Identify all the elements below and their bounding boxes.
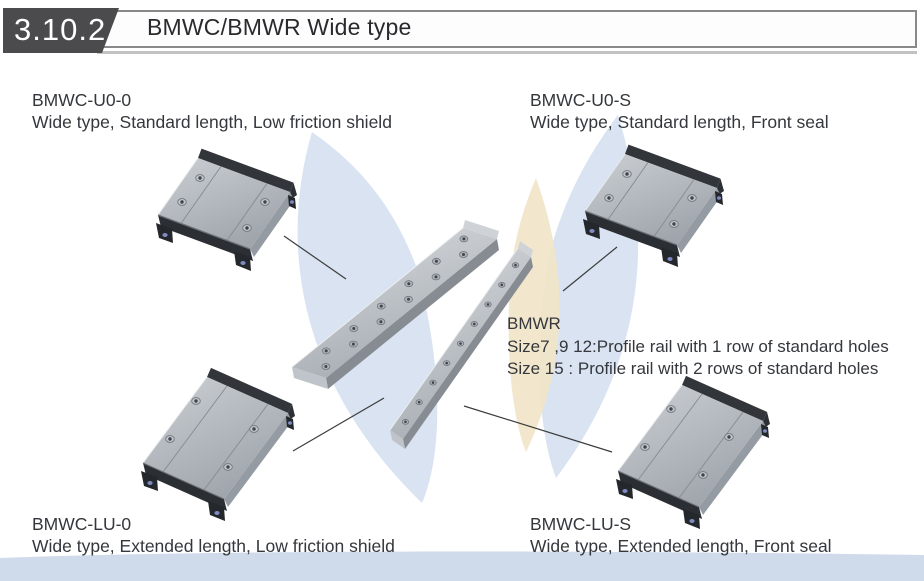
product-code: BMWC-U0-S xyxy=(530,90,632,110)
page-title: BMWC/BMWR Wide type xyxy=(147,14,412,40)
product-code: BMWC-LU-0 xyxy=(32,514,132,534)
product-label-bottom-right: BMWC-LU-S Wide type, Extended length, Fr… xyxy=(530,513,832,557)
carriage-block-bottom-left xyxy=(140,367,296,522)
rail-narrow-illustration xyxy=(389,241,533,449)
rail-wide-illustration xyxy=(291,220,499,389)
product-description: Wide type, Extended length, Low friction… xyxy=(32,536,395,556)
product-description: Wide type, Standard length, Low friction… xyxy=(32,112,392,132)
product-code: BMWC-LU-S xyxy=(530,514,632,534)
header-title-box: BMWC/BMWR Wide type xyxy=(97,10,917,48)
rail-description-line1: Size7 ,9 12:Profile rail with 1 row of s… xyxy=(507,336,889,356)
product-label-top-right: BMWC-U0-S Wide type, Standard length, Fr… xyxy=(530,89,829,133)
carriage-block-top-left xyxy=(155,148,298,272)
section-number-box: 3.10.2 xyxy=(3,8,119,53)
header-underline xyxy=(97,51,917,54)
leader-line-bottom-right xyxy=(463,405,613,453)
product-description: Wide type, Standard length, Front seal xyxy=(530,112,829,132)
carriage-block-bottom-right xyxy=(615,375,771,530)
product-label-bottom-left: BMWC-LU-0 Wide type, Extended length, Lo… xyxy=(32,513,395,557)
product-code: BMWC-U0-0 xyxy=(32,90,132,110)
product-label-top-left: BMWC-U0-0 Wide type, Standard length, Lo… xyxy=(32,89,392,133)
rail-callout-label: BMWR Size7 ,9 12:Profile rail with 1 row… xyxy=(507,313,889,381)
rail-description-line2: Size 15 : Profile rail with 2 rows of st… xyxy=(507,359,879,378)
leader-line-bottom-left xyxy=(292,397,385,452)
rail-code: BMWR xyxy=(507,314,561,333)
section-number: 3.10.2 xyxy=(14,12,107,47)
watermark-bottom-band xyxy=(0,551,924,581)
leader-line-top-left xyxy=(283,235,347,280)
product-description: Wide type, Extended length, Front seal xyxy=(530,536,832,556)
leader-line-top-right xyxy=(562,246,618,292)
